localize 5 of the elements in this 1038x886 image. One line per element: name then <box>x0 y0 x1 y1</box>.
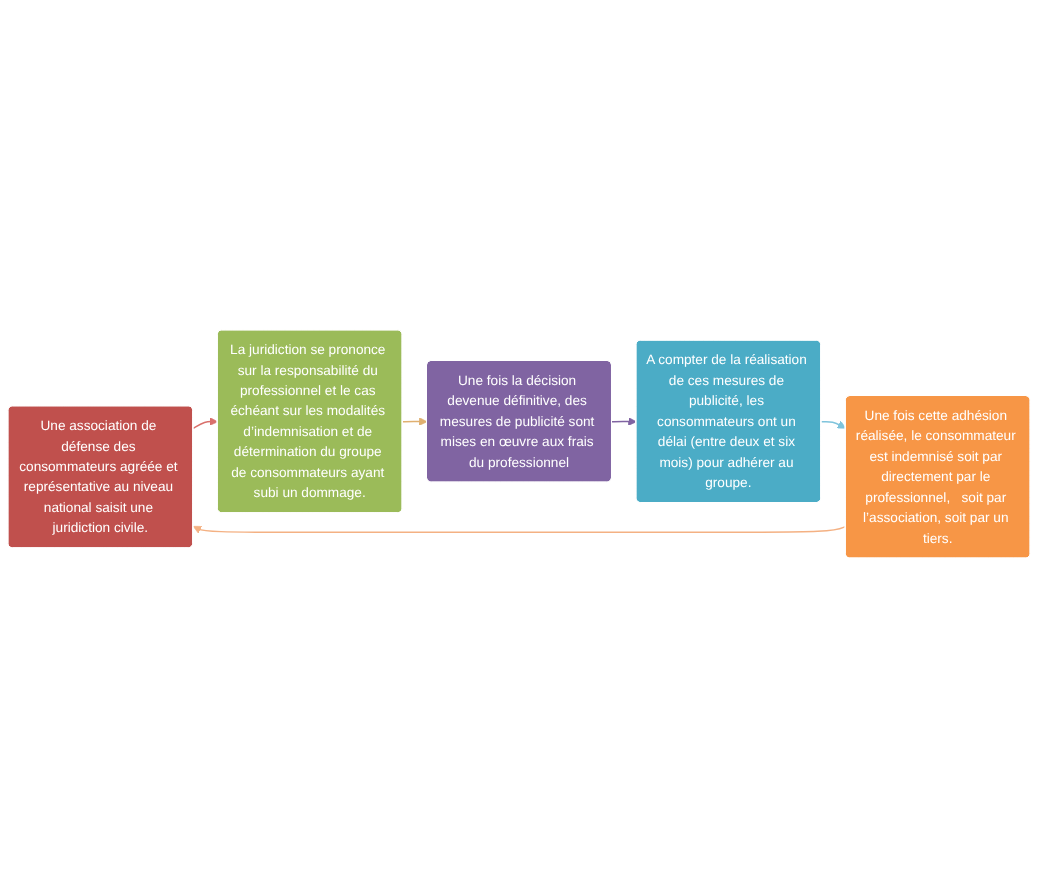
arrow <box>820 419 847 428</box>
arrow <box>611 416 637 425</box>
arrow <box>401 416 428 425</box>
arrow <box>192 524 847 533</box>
arrow <box>192 416 219 429</box>
